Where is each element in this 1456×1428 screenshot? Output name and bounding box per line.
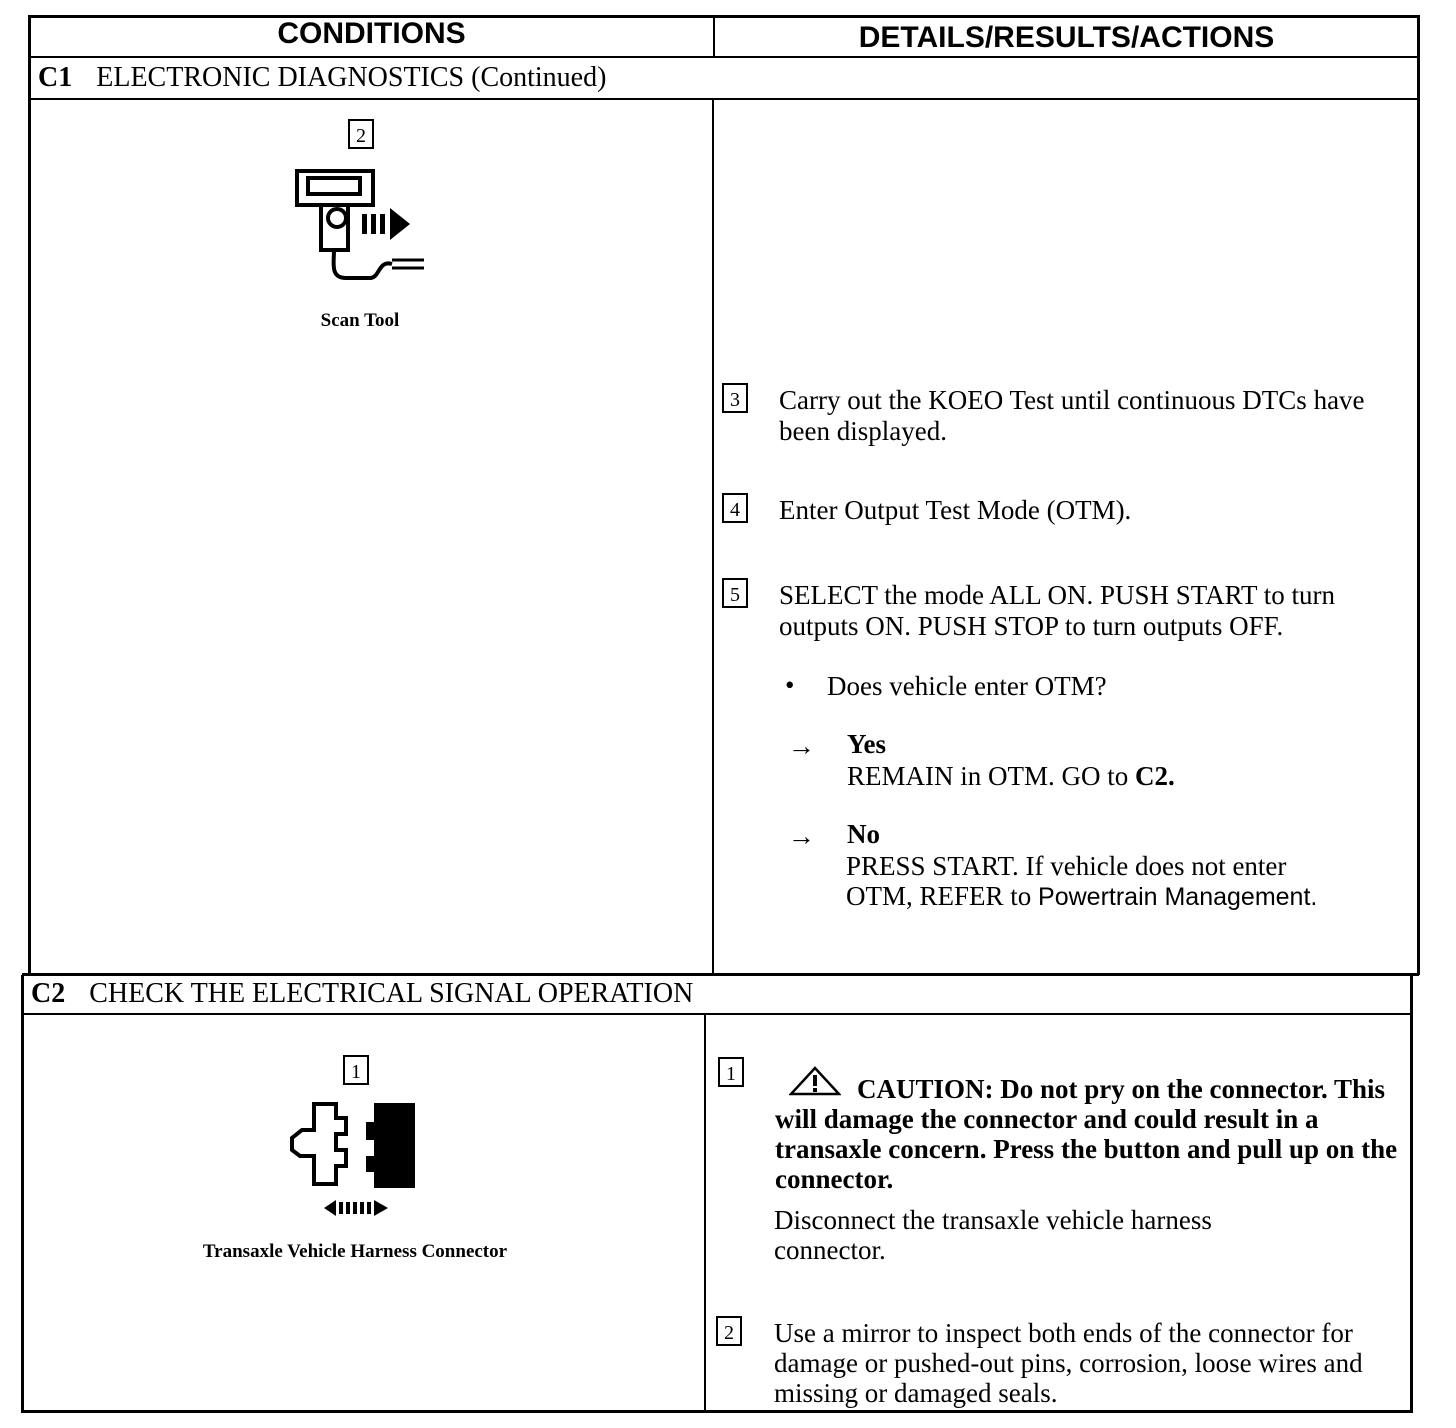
table-border-top (28, 15, 1419, 18)
header-divider (28, 56, 1419, 58)
yes-arrow-icon: → (788, 731, 815, 761)
c1-step-5-text: SELECT the mode ALL ON. PUSH START to tu… (779, 580, 1335, 641)
table-border-left-lower (21, 975, 24, 1413)
c2-section-title: C2 CHECK THE ELECTRICAL SIGNAL OPERATION (31, 978, 693, 1010)
c1-title: ELECTRONIC DIAGNOSTICS (Continued) (96, 62, 607, 93)
c1-title-divider (28, 98, 1419, 100)
c1-question: Does vehicle enter OTM? (827, 671, 1107, 701)
yes-label: Yes (847, 729, 886, 759)
no-arrow-icon: → (788, 821, 815, 851)
c2-step-2-text: Use a mirror to inspect both ends of the… (774, 1318, 1363, 1408)
scan-tool-icon (295, 169, 424, 280)
c1-step-3-number: 3 (722, 383, 748, 413)
table-border-bottom (21, 1410, 1413, 1413)
c2-code: C2 (31, 978, 66, 1009)
c1-step-4-number: 4 (722, 493, 748, 523)
column-divider-c1 (712, 98, 714, 975)
caution-text: CAUTION: Do not pry on the connector. Th… (775, 1074, 1398, 1194)
column-divider-c2 (704, 1013, 706, 1413)
no-label: No (847, 819, 880, 849)
c2-title: CHECK THE ELECTRICAL SIGNAL OPERATION (89, 978, 694, 1009)
c1-figure-step-number: 2 (348, 119, 374, 149)
c2-figure-step-number: 1 (343, 1055, 369, 1085)
c2-step-2-number: 2 (716, 1316, 742, 1346)
yes-result-text: REMAIN in OTM. GO to (847, 761, 1129, 791)
c2-title-divider (22, 1013, 1413, 1015)
c1-step-5-number: 5 (722, 578, 748, 608)
details-header: DETAILS/RESULTS/ACTIONS (858, 21, 1275, 54)
c1-section-title: C1 ELECTRONIC DIAGNOSTICS (Continued) (38, 62, 606, 94)
warning-triangle-icon (789, 1066, 841, 1096)
c2-top-divider (22, 973, 1419, 976)
c2-step-1-number: 1 (718, 1057, 744, 1087)
c1-question-bullet: • (785, 670, 795, 700)
table-border-right-lower (1410, 975, 1413, 1413)
conditions-header: CONDITIONS (277, 17, 466, 50)
yes-result-target: C2. (1135, 761, 1175, 791)
table-border-left (28, 15, 31, 975)
yes-result: REMAIN in OTM. GO to C2. (847, 761, 1175, 792)
c1-step-3-text: Carry out the KOEO Test until continuous… (779, 385, 1365, 446)
harness-connector-icon (290, 1102, 415, 1216)
no-result-reference: Powertrain Management. (1038, 883, 1318, 911)
c1-step-4-text: Enter Output Test Mode (OTM). (779, 495, 1132, 525)
c2-figure-caption: Transaxle Vehicle Harness Connector (202, 1241, 508, 1262)
c1-code: C1 (38, 62, 73, 93)
c1-figure-caption: Scan Tool (320, 310, 400, 331)
no-result-line-2: OTM, REFER to Powertrain Management. (846, 881, 1317, 913)
no-result-text: OTM, REFER to (846, 881, 1032, 911)
c2-step-1-text: Disconnect the transaxle vehicle harness… (774, 1205, 1212, 1265)
no-result-line-1: PRESS START. If vehicle does not enter (846, 851, 1287, 881)
table-border-right (1417, 15, 1420, 975)
column-divider-header (713, 15, 715, 58)
